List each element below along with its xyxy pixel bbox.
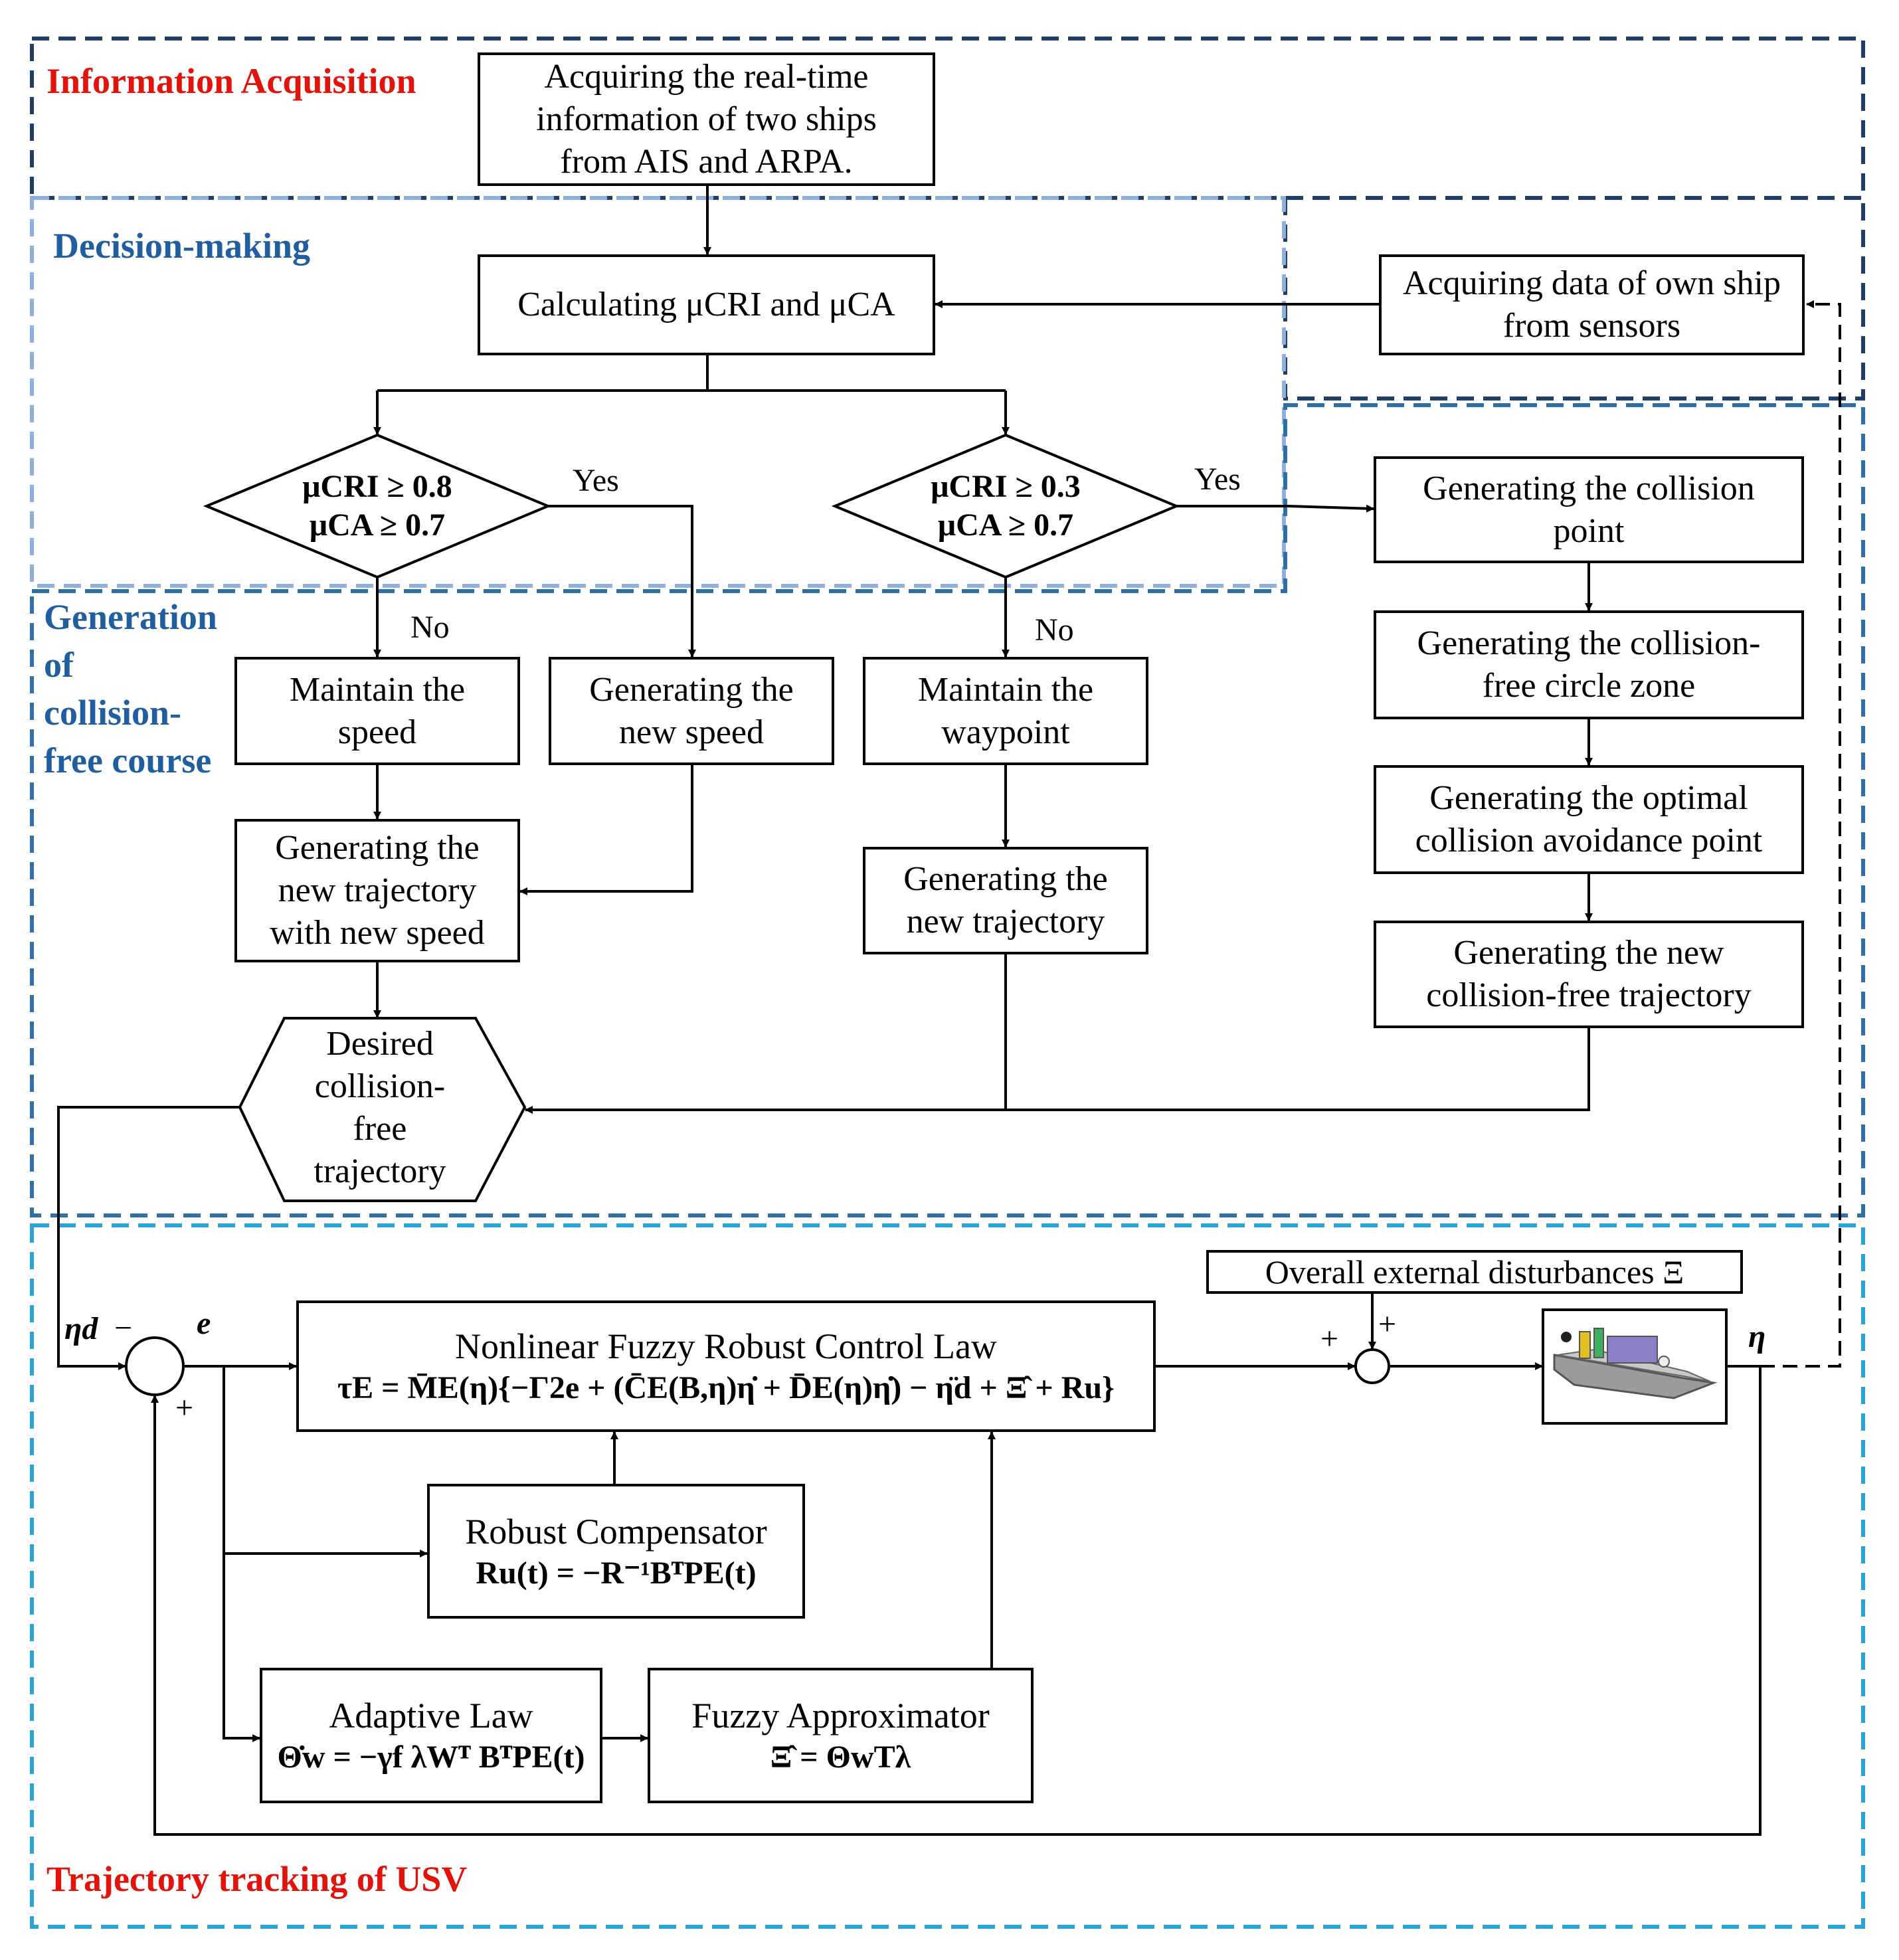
region-label-decision: Decision-making [53, 226, 311, 266]
arrow-cf-to-desired [525, 1028, 1590, 1114]
box-robust-compensator: Robust Compensator Ru(t) = −R⁻¹BᵀPE(t) [427, 1484, 805, 1619]
edge-label-no-left: No [410, 610, 450, 645]
region-label-generation: Generation of collision- free course [44, 597, 217, 780]
arrow-yes-left [548, 505, 696, 658]
usv-ship-icon [1542, 1308, 1728, 1425]
box-acquire-two-ships: Acquiring the real-time information of t… [478, 52, 935, 186]
signal-plus-left: + [175, 1390, 194, 1425]
box-trajectory-new-speed: Generating the new trajectory with new s… [234, 819, 520, 962]
box-disturbances: Overall external disturbances Ξ [1206, 1250, 1743, 1294]
box-adaptive-law: Adaptive Law Θ̇w = −γf λWᵀ BᵀPE(t) [260, 1668, 602, 1803]
summing-junction-right [1354, 1348, 1390, 1384]
arrow-desired-to-sum [57, 1106, 240, 1370]
box-maintain-waypoint: Maintain the waypoint [863, 657, 1148, 765]
control-law-equation: τE = M̄E(η){−Γ2e + (C̄E(B,η)η̇ + D̄E(η)η… [337, 1370, 1115, 1405]
region-generation-border [30, 403, 1865, 1217]
summing-junction-left [125, 1336, 185, 1396]
region-info-border-ext [1283, 198, 1865, 401]
box-new-trajectory: Generating the new trajectory [863, 847, 1148, 954]
signal-minus: − [114, 1310, 133, 1346]
adaptive-law-equation: Θ̇w = −γf λWᵀ BᵀPE(t) [277, 1739, 585, 1775]
fuzzy-approximator-equation: Ξ̂ = ΘwTλ [770, 1739, 911, 1775]
edge-label-yes-right: Yes [1194, 462, 1241, 497]
adaptive-law-title: Adaptive Law [329, 1696, 533, 1736]
arrow-e-to-adaptive [223, 1554, 260, 1742]
signal-e: e [197, 1306, 211, 1341]
edge-label-no-right: No [1035, 612, 1074, 648]
box-control-law: Nonlinear Fuzzy Robust Control Law τE = … [296, 1300, 1156, 1432]
arrow-newspeed-to-traj [519, 765, 693, 895]
robust-compensator-equation: Ru(t) = −R⁻¹BᵀPE(t) [476, 1555, 757, 1591]
signal-plus-sum2-left: + [1320, 1321, 1339, 1356]
region-decision-border [30, 196, 1286, 588]
box-acquire-own-ship: Acquiring data of own ship from sensors [1379, 254, 1805, 355]
desired-trajectory-label: Desired collision- free trajectory [314, 1025, 446, 1190]
arrow-yes-right [1176, 504, 1374, 513]
line-feedback [151, 1365, 1762, 1836]
region-label-tracking: Trajectory tracking of USV [46, 1859, 468, 1899]
box-new-cf-trajectory: Generating the new collision-free trajec… [1374, 921, 1804, 1028]
fuzzy-approximator-title: Fuzzy Approximator [691, 1696, 990, 1736]
signal-eta: η [1748, 1319, 1766, 1354]
robust-compensator-title: Robust Compensator [465, 1511, 767, 1552]
box-maintain-speed: Maintain the speed [234, 657, 520, 765]
box-calculating: Calculating μCRI and μCA [478, 254, 935, 355]
control-law-title: Nonlinear Fuzzy Robust Control Law [455, 1326, 997, 1366]
box-collision-point: Generating the collision point [1374, 456, 1804, 563]
box-circle-zone: Generating the collision- free circle zo… [1374, 610, 1804, 719]
box-fuzzy-approximator: Fuzzy Approximator Ξ̂ = ΘwTλ [648, 1668, 1034, 1803]
box-new-speed: Generating the new speed [549, 657, 834, 765]
box-optimal-point: Generating the optimal collision avoidan… [1374, 765, 1804, 874]
edge-label-yes-left: Yes [573, 463, 619, 498]
region-label-info: Information Acquisition [46, 61, 416, 101]
diamond-left-text: μCRI ≥ 0.8 μCA ≥ 0.7 [302, 469, 452, 543]
signal-plus-sum2-top: + [1378, 1306, 1397, 1342]
region-tracking-border [30, 1223, 1865, 1929]
dashed-feedback-ownship [1760, 300, 1841, 1368]
diamond-right-text: μCRI ≥ 0.3 μCA ≥ 0.7 [931, 469, 1081, 543]
signal-eta-d: ηd [64, 1311, 98, 1346]
